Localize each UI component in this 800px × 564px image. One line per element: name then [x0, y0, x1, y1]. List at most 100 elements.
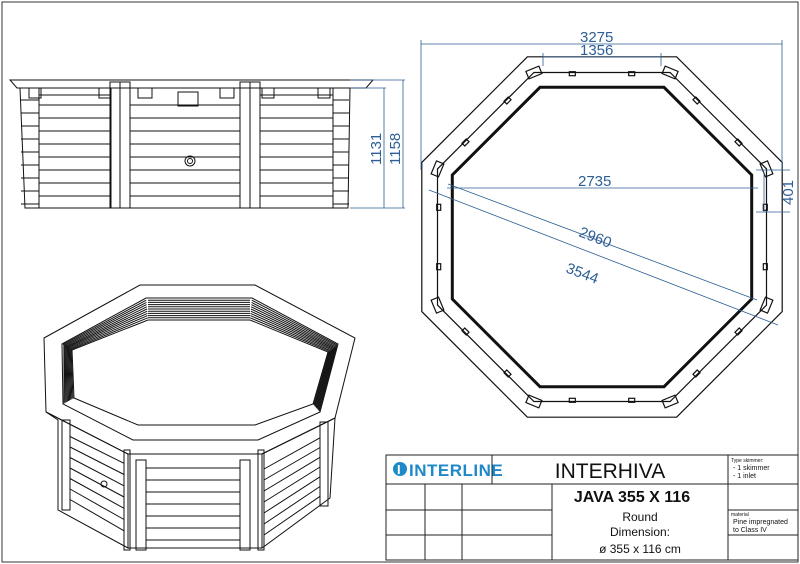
- iso-slat: [313, 350, 331, 406]
- side-elevation-view: [8, 79, 375, 209]
- iso-slat: [70, 349, 74, 399]
- svg-text:I: I: [397, 462, 401, 477]
- iso-slat: [69, 315, 148, 350]
- plan-bracket: [568, 397, 576, 403]
- iso-slat: [250, 308, 334, 349]
- iso-slat: [250, 306, 335, 348]
- dim-outer-diagonal: 3544: [564, 260, 601, 288]
- iso-slat: [317, 346, 336, 410]
- iso-outer-slat: [69, 436, 125, 464]
- iso-outer-slat: [263, 456, 321, 492]
- iso-outer-slat: [69, 457, 125, 487]
- plan-post: [661, 394, 679, 409]
- iso-slat: [315, 348, 333, 408]
- plan-bracket: [692, 96, 701, 105]
- top-plan-view: [421, 56, 783, 418]
- product-line: INTERHIVA: [555, 460, 665, 483]
- iso-outer-slat: [69, 488, 125, 520]
- shape-label: Round: [622, 510, 657, 524]
- plan-bracket: [734, 327, 743, 336]
- plan-bracket: [503, 369, 512, 378]
- iso-slat: [250, 315, 331, 351]
- iso-slat: [65, 306, 148, 347]
- plan-bracket: [692, 369, 701, 378]
- plan-bracket: [628, 71, 636, 77]
- iso-slat: [66, 308, 148, 348]
- plan-post: [430, 296, 445, 314]
- iso-outer-slat: [263, 437, 321, 470]
- iso-slat: [62, 299, 147, 346]
- iso-slat: [68, 312, 148, 349]
- iso-slat: [251, 304, 336, 347]
- iso-slat: [318, 344, 338, 412]
- plan-bracket: [461, 327, 470, 336]
- type-label: Type skimmer:: [731, 458, 764, 464]
- octagon-mid-rim: [436, 71, 768, 403]
- title-block: [385, 454, 799, 561]
- iso-slat: [314, 349, 332, 407]
- dim-height-outer: 1158: [387, 133, 404, 165]
- octagon-inner-wall: [450, 85, 754, 389]
- iso-slat: [63, 301, 147, 346]
- plan-post: [525, 394, 543, 409]
- plan-bracket: [734, 138, 743, 147]
- iso-slat: [251, 299, 338, 346]
- iso-slat: [68, 348, 72, 400]
- model-name: JAVA 355 X 116: [574, 489, 690, 506]
- dim-side-length: 1356: [580, 42, 613, 59]
- material-line-1: Pine impregnated: [733, 519, 788, 526]
- material-line-2: to Class IV: [733, 527, 767, 534]
- iso-slat: [69, 348, 73, 400]
- dimension-label: Dimension:: [610, 525, 670, 539]
- plan-bracket: [628, 397, 636, 403]
- plan-bracket: [436, 203, 442, 211]
- dim-mid-diagonal: 2960: [577, 224, 614, 252]
- iso-outer-slat: [263, 476, 321, 514]
- iso-outer-slat: [69, 499, 125, 532]
- side-height-dimensions: [350, 79, 405, 209]
- iso-slat: [67, 346, 69, 402]
- iso-slat: [250, 312, 332, 351]
- iso-outer-slat: [69, 446, 125, 475]
- iso-outer-slat: [263, 486, 321, 525]
- dim-beam: 401: [780, 180, 797, 205]
- iso-slat: [250, 317, 330, 352]
- material-label: material: [731, 512, 749, 518]
- iso-outer-slat: [263, 466, 321, 503]
- iso-slat: [318, 345, 337, 411]
- plan-post: [525, 65, 543, 80]
- plan-bracket: [762, 263, 768, 271]
- iso-outer-slat: [69, 478, 125, 509]
- iso-slat: [316, 347, 334, 409]
- iso-slat: [67, 310, 148, 349]
- iso-outer-slat: [263, 495, 321, 536]
- iso-slat: [67, 347, 71, 401]
- iso-outer-slat: [263, 447, 321, 481]
- plan-post: [759, 296, 774, 314]
- iso-slat: [65, 345, 67, 403]
- plan-bracket: [568, 71, 576, 77]
- brand-logo: I INTERLINE: [393, 461, 503, 480]
- plan-post: [759, 160, 774, 178]
- plan-bracket: [762, 203, 768, 211]
- plan-post: [661, 65, 679, 80]
- iso-slat: [251, 301, 337, 347]
- iso-outer-slat: [69, 467, 125, 498]
- dim-overall-width: 3275: [580, 29, 613, 46]
- type-line-1: - 1 skimmer: [733, 465, 770, 472]
- plan-bracket: [436, 263, 442, 271]
- plan-dimensions: [420, 40, 790, 326]
- iso-slat: [313, 351, 330, 405]
- iso-slat: [64, 304, 147, 347]
- octagon-outer-rim: [421, 56, 783, 418]
- iso-slat: [70, 317, 148, 350]
- isometric-view: [43, 284, 356, 551]
- plan-bracket: [461, 138, 470, 147]
- iso-slat: [250, 310, 333, 350]
- brand-name: INTERLINE: [409, 461, 503, 480]
- dim-height-inner: 1131: [368, 133, 385, 165]
- plan-bracket: [503, 96, 512, 105]
- iso-slat: [66, 346, 68, 402]
